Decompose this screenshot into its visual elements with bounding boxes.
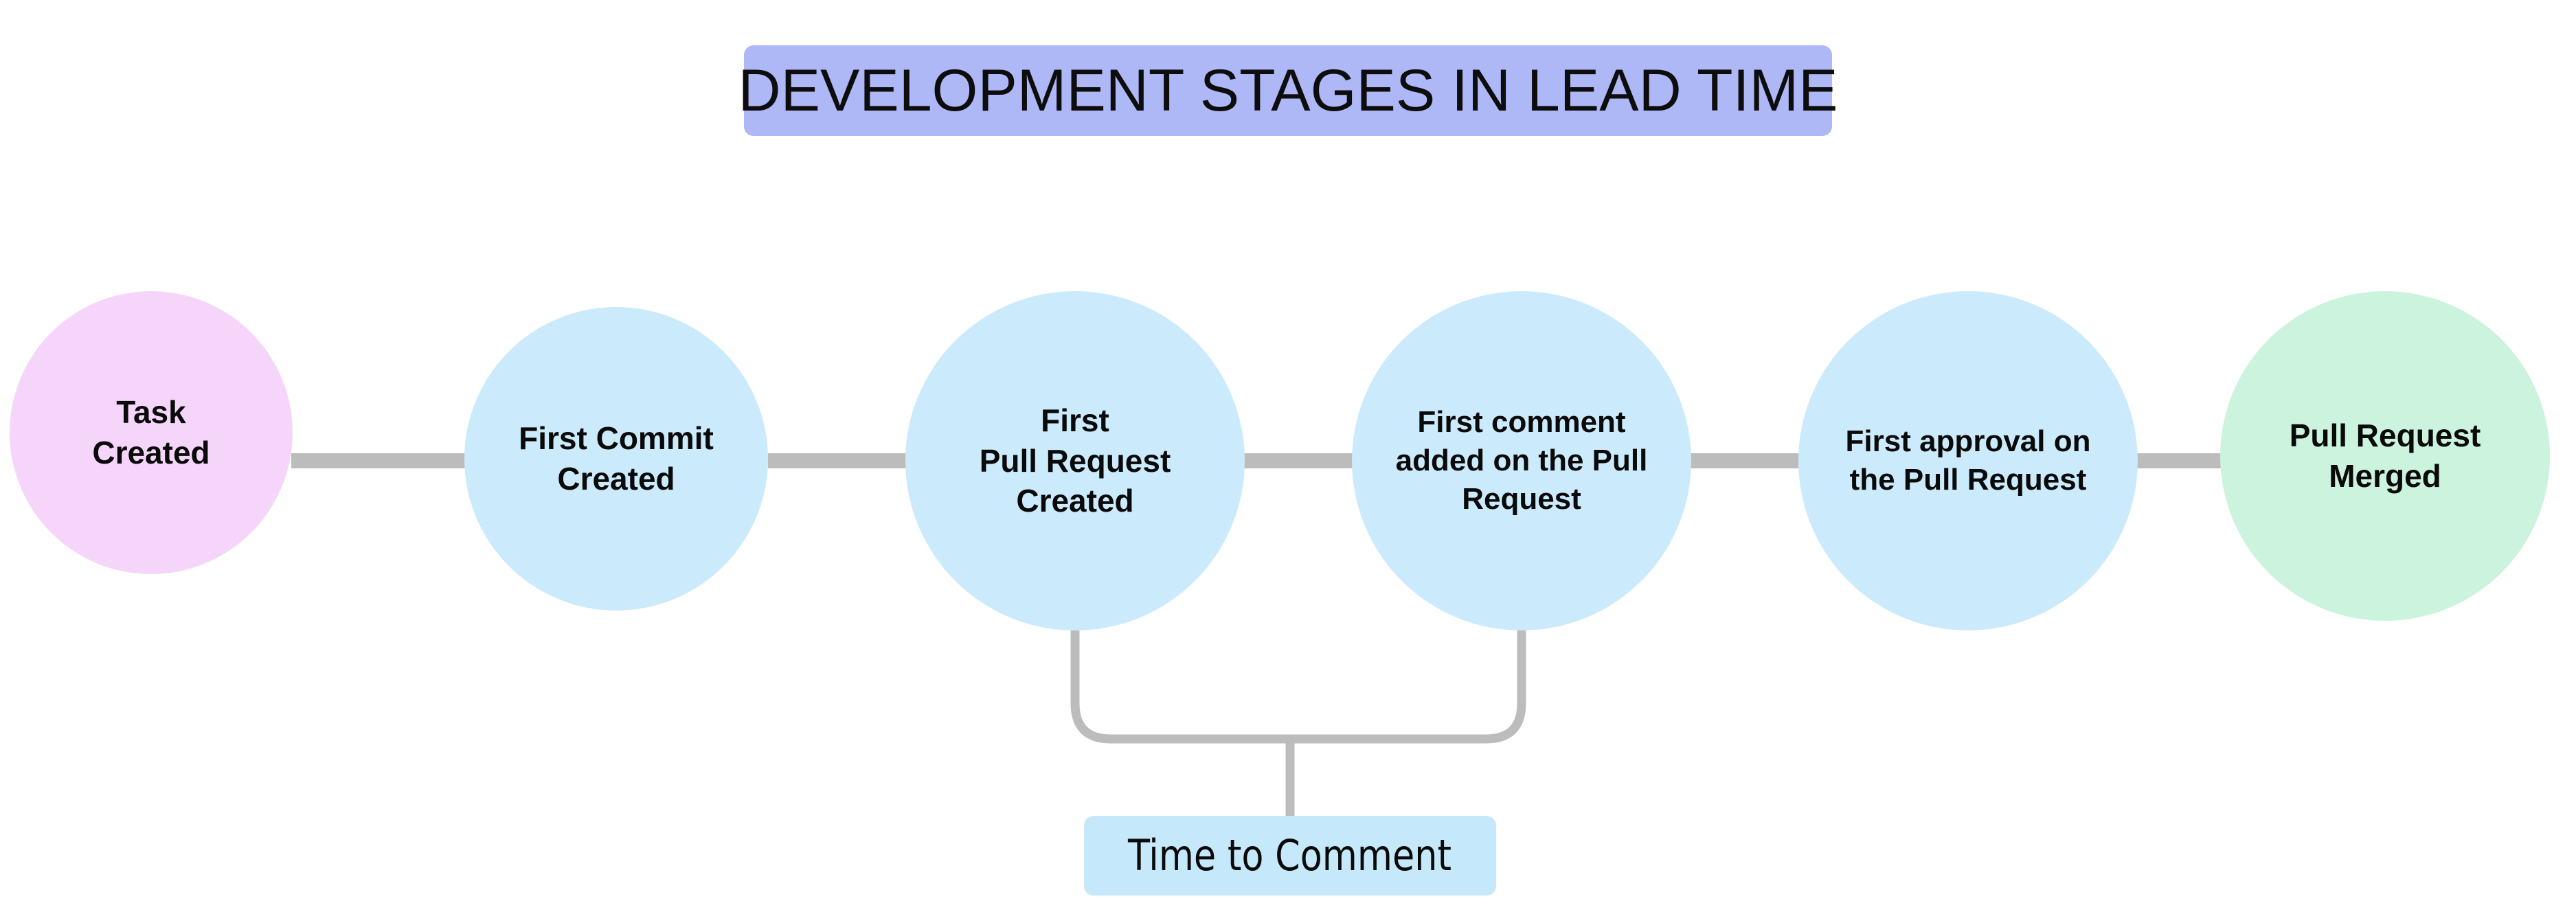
stage-node-first-pull-request-created[interactable]: First Pull Request Created (905, 291, 1245, 630)
stage-label: Pull Request Merged (2289, 418, 2481, 494)
annotation-label: Time to Comment (1128, 830, 1452, 880)
annotation-box-time-to-comment[interactable]: Time to Comment (1084, 816, 1496, 896)
stage-node-task-created[interactable]: Task Created (10, 291, 293, 574)
connector-first-commit-to-first-pull-request (768, 453, 907, 468)
connector-first-comment-to-first-approval (1690, 453, 1800, 468)
stage-node-first-approval-on-pull-request[interactable]: First approval on the Pull Request (1798, 291, 2138, 630)
stage-node-first-comment-on-pull-request[interactable]: First comment added on the Pull Request (1352, 291, 1691, 630)
connector-first-approval-to-pull-request-merged (2136, 453, 2222, 468)
connector-task-created-to-first-commit (291, 453, 467, 468)
stage-node-first-commit-created[interactable]: First Commit Created (464, 307, 768, 611)
diagram-title-banner: DEVELOPMENT STAGES IN LEAD TIME (738, 45, 1838, 136)
stage-label: First Commit Created (519, 420, 714, 497)
stage-node-pull-request-merged[interactable]: Pull Request Merged (2220, 291, 2550, 621)
stage-label: First Pull Request Created (979, 402, 1171, 519)
connector-first-pull-request-to-first-comment (1243, 453, 1353, 468)
page-title: DEVELOPMENT STAGES IN LEAD TIME (738, 58, 1838, 124)
stage-label: First comment added on the Pull Request (1395, 404, 1648, 516)
stage-label: First approval on the Pull Request (1845, 424, 2091, 497)
stage-label: Task Created (92, 394, 210, 470)
